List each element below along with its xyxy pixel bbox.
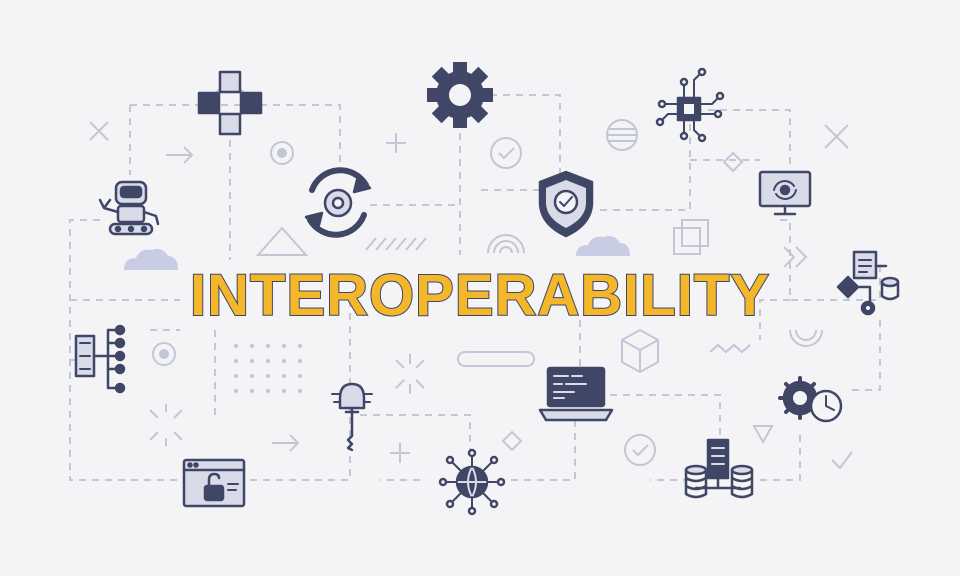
cloud-decorations [124,235,630,270]
decorations [89,119,853,470]
server-database-icon [684,438,754,499]
network-globe-icon [438,448,506,516]
blockchain-cubes-icon [197,70,263,136]
workflow-database-icon [836,250,900,316]
shield-check-icon [538,170,594,238]
gear-clock-icon [778,376,843,423]
monitor-sync-icon [758,170,812,216]
circuit-chip-icon [655,67,725,143]
laptop-code-icon [538,366,614,422]
sync-gear-icon [304,167,372,238]
browser-lock-icon [182,458,246,508]
robot-icon [98,180,160,236]
connector-lines [69,94,881,481]
usb-key-icon [331,382,373,452]
hierarchy-list-icon [74,324,126,394]
dot-grid [234,344,302,393]
gear-icon [427,62,493,128]
headline-title: INTEROPERABILITY [189,262,770,329]
